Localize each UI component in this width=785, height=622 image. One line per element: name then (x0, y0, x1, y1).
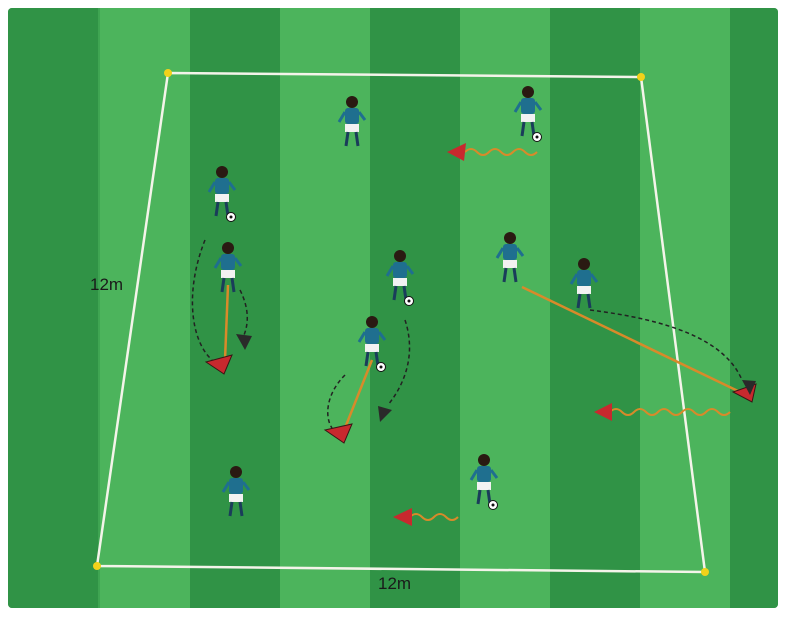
grass-stripe (280, 8, 370, 608)
grass-stripe (8, 8, 98, 608)
grass-stripe (100, 8, 190, 608)
grass-stripe (460, 8, 550, 608)
cone-bottom-left (93, 562, 101, 570)
grass-stripe (640, 8, 730, 608)
grass-stripe (190, 8, 280, 608)
height-label: 12m (90, 275, 123, 294)
cone-bottom-right (701, 568, 709, 576)
cone-top-right (637, 73, 645, 81)
cone-top-left (164, 69, 172, 77)
grass-stripe (730, 8, 785, 608)
width-label: 12m (378, 574, 411, 593)
